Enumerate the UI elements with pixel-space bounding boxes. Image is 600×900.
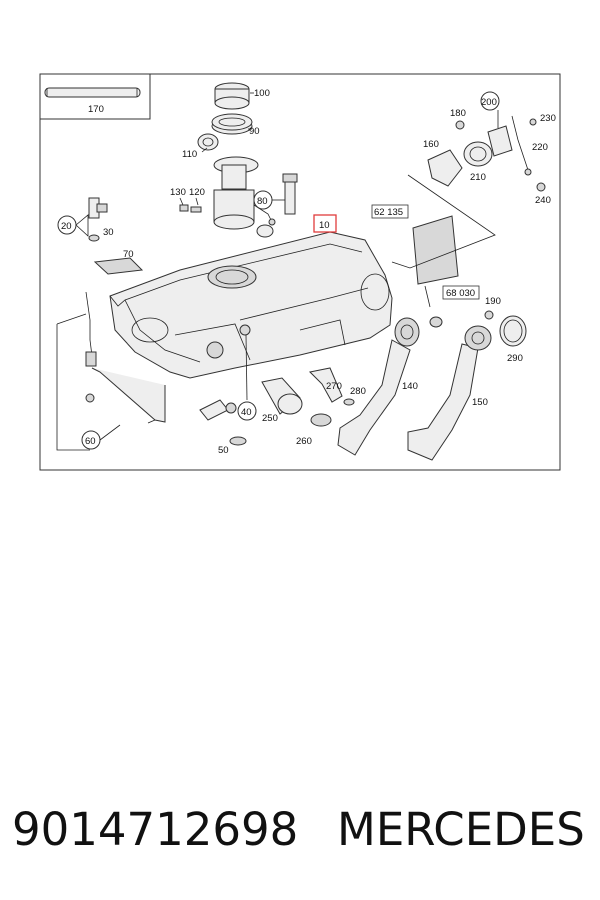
fitting-40: 40 50: [199, 334, 257, 456]
label-260: 260: [296, 436, 312, 447]
label-150: 150: [472, 397, 488, 408]
ring-90: 90: [211, 113, 260, 137]
label-100: 100: [254, 88, 270, 99]
label-90: 90: [249, 126, 260, 137]
fitting-20: 20 30: [57, 197, 114, 242]
strap-60: 60: [56, 291, 166, 451]
label-62135: 62 135: [374, 207, 403, 218]
label-200: 200: [481, 97, 497, 108]
brand-name: MERCEDES: [337, 803, 585, 856]
label-20: 20: [61, 221, 72, 232]
label-250: 250: [262, 413, 278, 424]
pad-70: 70: [93, 249, 144, 275]
label-80: 80: [257, 196, 268, 207]
label-230: 230: [540, 113, 556, 124]
inset-hose-170: 170: [39, 73, 151, 120]
filler-neck-150: 150: [407, 325, 492, 461]
label-170: 170: [88, 104, 104, 115]
label-50: 50: [218, 445, 229, 456]
parts-diagram: 170 10 100 90 110: [39, 73, 561, 471]
label-270: 270: [326, 381, 342, 392]
pipe-270: 270 280: [308, 367, 366, 406]
caption: 9014712698 MERCEDES: [0, 795, 600, 865]
filler-neck-140: 140: [337, 317, 420, 456]
label-180: 180: [450, 108, 466, 119]
label-140: 140: [402, 381, 418, 392]
label-160: 160: [423, 139, 439, 150]
clip-130-120: 130 120: [170, 187, 205, 213]
fuel-tank-10: [109, 231, 393, 379]
cap-100: 100: [214, 82, 270, 110]
label-68030: 68 030: [446, 288, 475, 299]
label-110: 110: [182, 149, 197, 160]
label-30: 30: [103, 227, 114, 238]
label-60: 60: [85, 436, 96, 447]
label-10: 10: [319, 220, 330, 231]
label-220: 220: [532, 142, 548, 153]
filter-80: 80: [253, 173, 298, 215]
hose-250: 250: [261, 377, 303, 424]
label-280: 280: [350, 386, 366, 397]
clamp-260: 260: [296, 413, 332, 447]
highlight-box-10: [313, 214, 337, 233]
panel-62135: 62 135: [371, 174, 496, 285]
label-130: 130: [170, 187, 186, 198]
sender-group: 180 160 210 200 220 230 240: [423, 91, 556, 206]
label-190: 190: [485, 296, 501, 307]
ring-290: 190 290: [484, 296, 527, 364]
label-290: 290: [507, 353, 523, 364]
label-210: 210: [470, 172, 486, 183]
plug-68030: 68 030: [424, 285, 480, 328]
label-240: 240: [535, 195, 551, 206]
label-120: 120: [189, 187, 205, 198]
label-40: 40: [241, 407, 252, 418]
label-70: 70: [123, 249, 134, 260]
seal-110: 110: [182, 133, 219, 160]
fuel-pump-module: [213, 156, 276, 238]
part-number: 9014712698: [12, 803, 299, 856]
